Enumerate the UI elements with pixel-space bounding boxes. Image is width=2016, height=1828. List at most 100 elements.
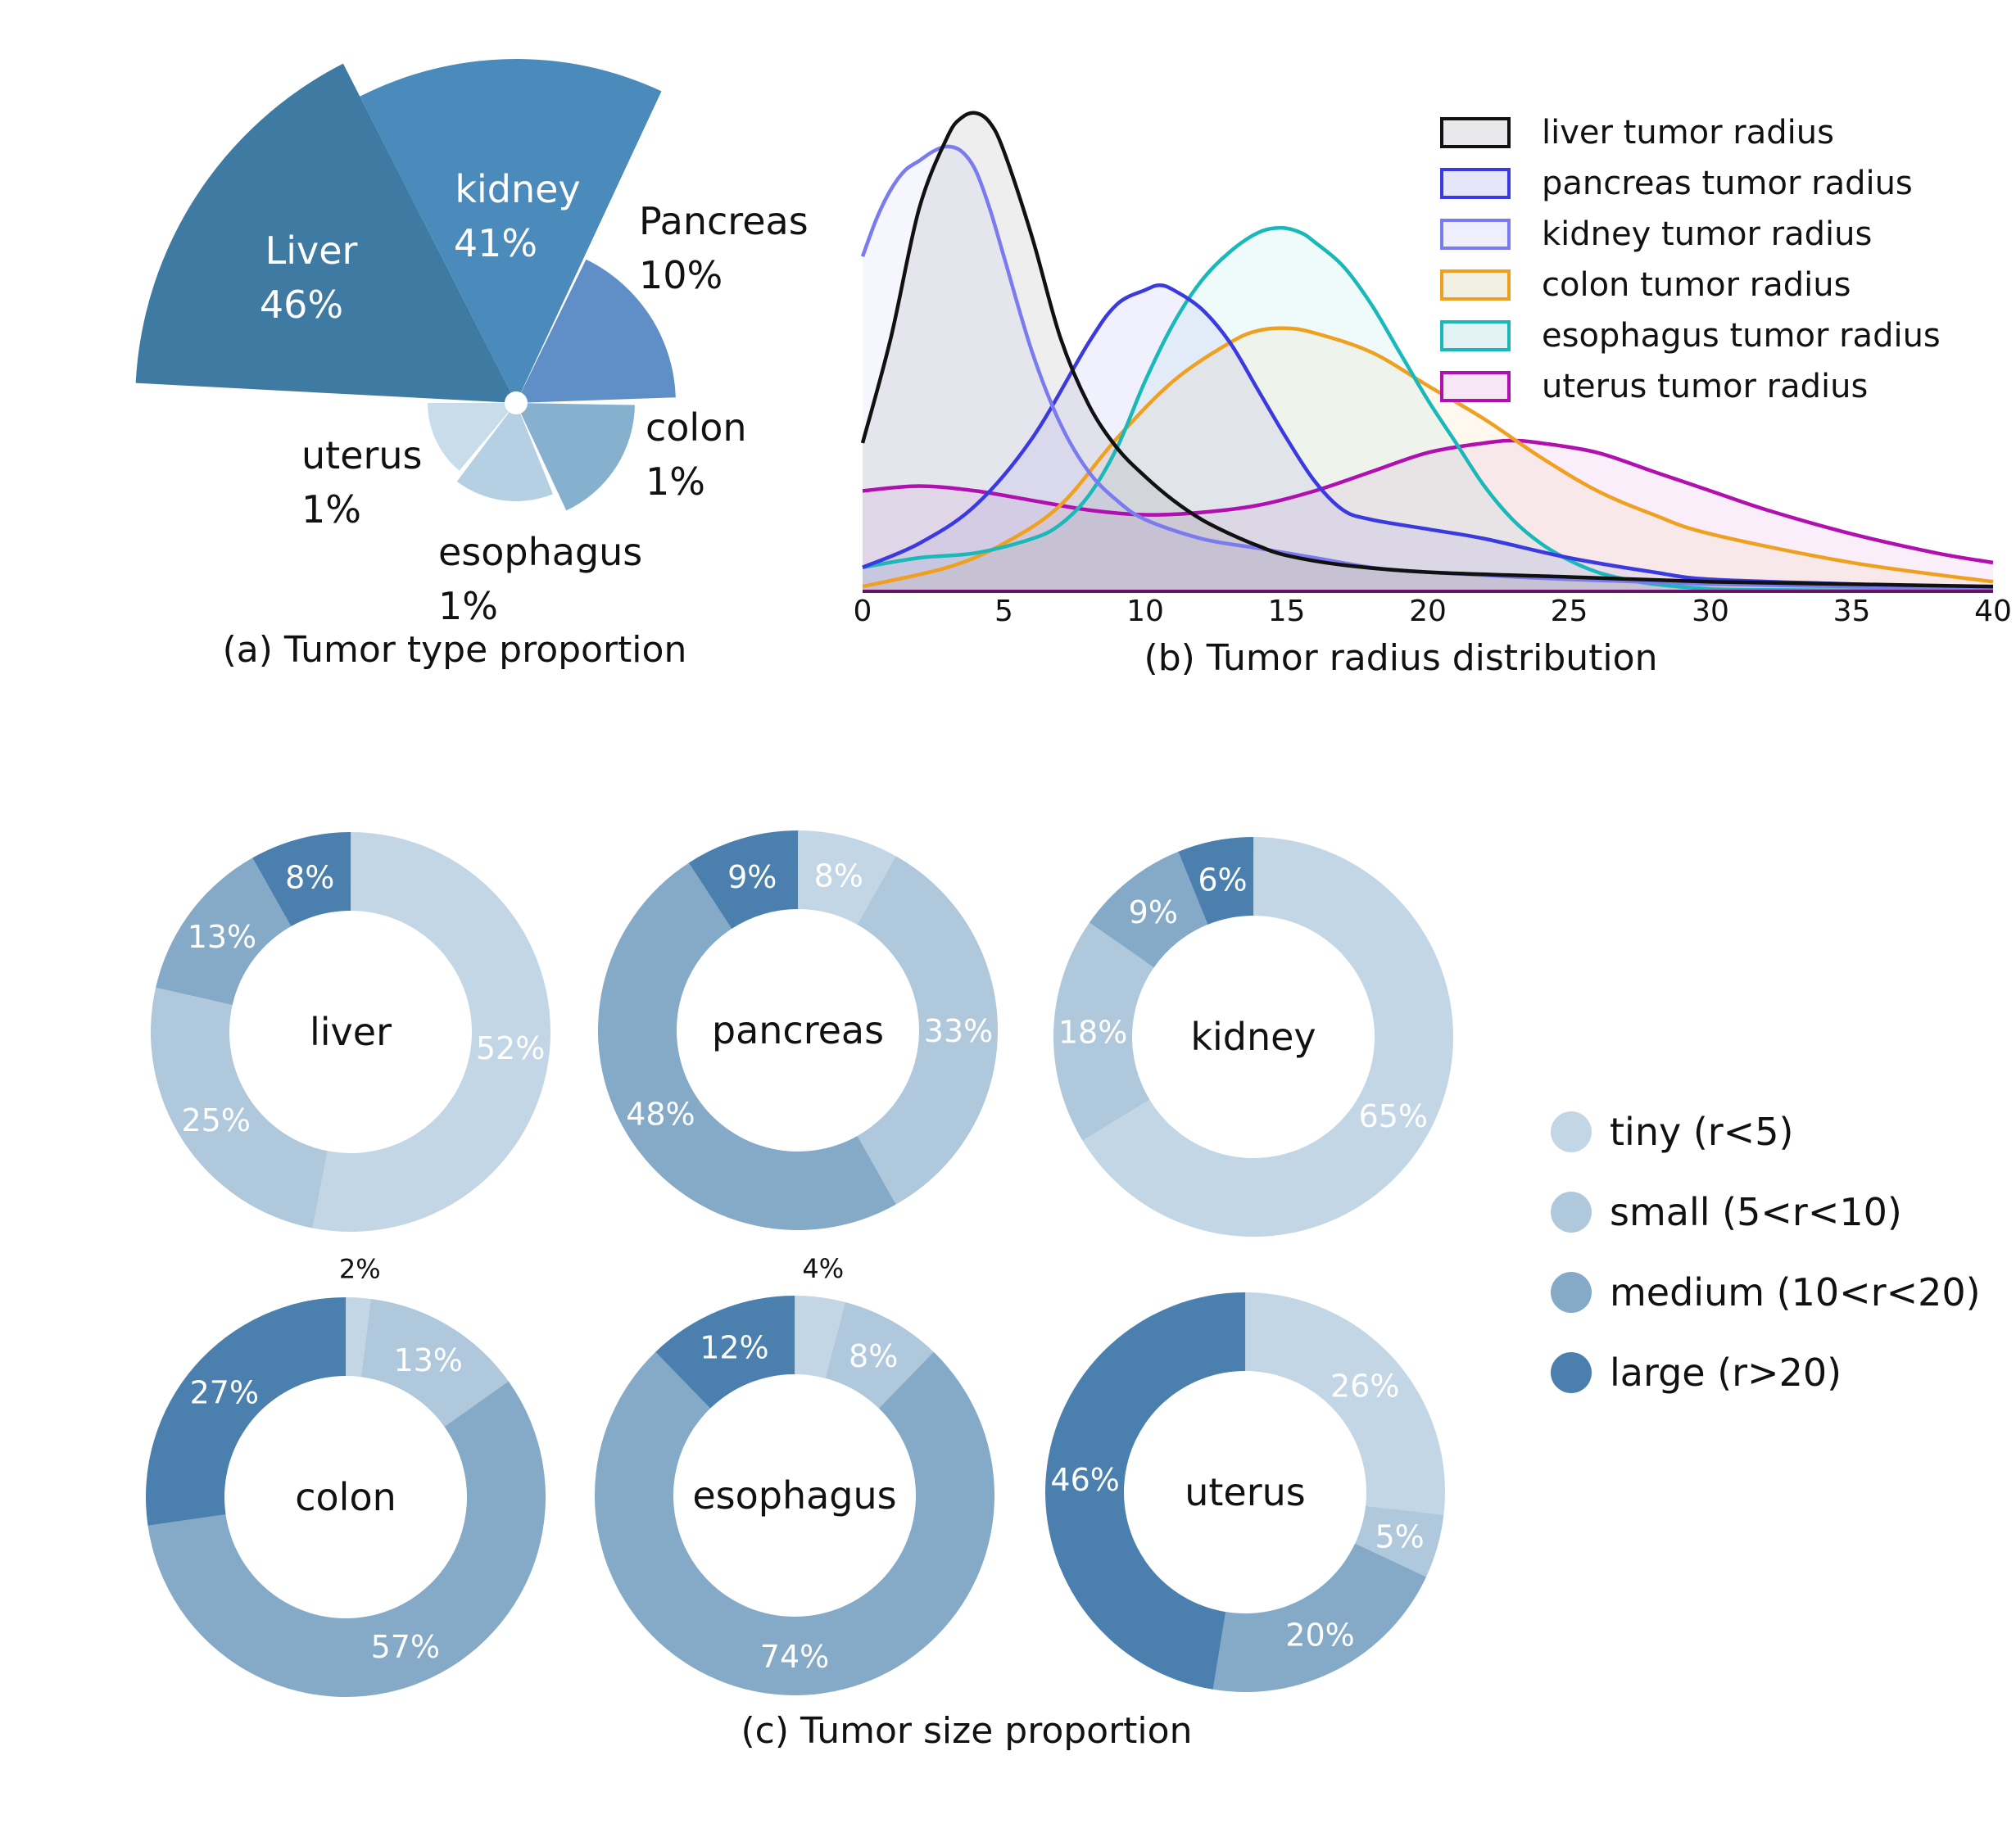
x-tick-label: 15 bbox=[1268, 595, 1306, 628]
density-line-uterus-tumor-radius bbox=[862, 438, 1994, 565]
x-tick-label: 5 bbox=[994, 595, 1013, 628]
donut-segment-liver-0 bbox=[312, 832, 551, 1233]
legend-swatch bbox=[1440, 168, 1511, 199]
legend-label: kidney tumor radius bbox=[1542, 215, 1872, 253]
polar-slice-colon bbox=[520, 403, 635, 511]
legend-dot bbox=[1551, 1111, 1592, 1152]
donut-value-label: 2% bbox=[339, 1254, 381, 1285]
polar-label-value: 1% bbox=[438, 584, 498, 628]
tumor-size-donut-charts: 52%25%13%8%liver8%33%48%9%pancreas65%18%… bbox=[145, 830, 1453, 1697]
x-tick-label: 35 bbox=[1833, 595, 1871, 628]
donut-center-label: colon bbox=[295, 1475, 396, 1519]
legend-label: liver tumor radius bbox=[1542, 114, 1834, 152]
legend-dot bbox=[1551, 1352, 1592, 1393]
donut-value-label: 26% bbox=[1330, 1368, 1399, 1404]
density-line-colon-tumor-radius bbox=[862, 326, 1994, 589]
caption-b: (b) Tumor radius distribution bbox=[1144, 637, 1658, 679]
donut-value-label: 8% bbox=[849, 1338, 898, 1374]
legend-dot bbox=[1551, 1272, 1592, 1313]
polar-slice-esophagus bbox=[456, 412, 553, 501]
donut-value-label: 9% bbox=[1129, 894, 1178, 930]
legend-swatch bbox=[1440, 269, 1511, 301]
donut-value-label: 52% bbox=[476, 1030, 545, 1066]
density-line-liver-tumor-radius bbox=[860, 111, 1994, 589]
polar-label-name: esophagus bbox=[438, 530, 642, 574]
donut-value-label: 20% bbox=[1285, 1617, 1354, 1653]
donut-segment-uterus-3 bbox=[1045, 1292, 1246, 1690]
donut-segment-esophagus-0 bbox=[795, 1296, 845, 1378]
legend-label: tiny (r<5) bbox=[1610, 1110, 1793, 1154]
legend-swatch bbox=[1440, 320, 1511, 351]
donut-segment-kidney-0 bbox=[1082, 837, 1453, 1237]
donut-segment-kidney-3 bbox=[1178, 837, 1254, 925]
legend-label: colon tumor radius bbox=[1542, 266, 1851, 304]
legend-swatch bbox=[1440, 117, 1511, 148]
tumor-type-polar-chart: Liver46%kidney41%Pancreas10%colon1%esoph… bbox=[135, 59, 809, 628]
polar-slice-liver bbox=[135, 63, 511, 403]
donut-segment-uterus-0 bbox=[1245, 1292, 1445, 1515]
donut-segment-colon-2 bbox=[147, 1381, 546, 1697]
donut-segment-pancreas-0 bbox=[798, 830, 896, 925]
donut-value-label: 27% bbox=[190, 1375, 259, 1411]
donut-value-label: 9% bbox=[727, 859, 777, 895]
polar-label-value: 1% bbox=[646, 459, 705, 504]
donut-value-label: 57% bbox=[371, 1629, 440, 1665]
density-fill-4 bbox=[863, 228, 1993, 591]
legend-dot bbox=[1551, 1192, 1592, 1233]
density-line-kidney-tumor-radius bbox=[860, 144, 1994, 591]
x-tick-label: 10 bbox=[1126, 595, 1164, 628]
donut-value-label: 5% bbox=[1375, 1518, 1424, 1554]
donut-value-label: 4% bbox=[802, 1253, 844, 1284]
polar-slice-pancreas bbox=[521, 259, 676, 403]
donut-center-label: liver bbox=[310, 1010, 392, 1054]
donut-value-label: 12% bbox=[700, 1329, 768, 1365]
donut-segment-esophagus-2 bbox=[594, 1351, 994, 1695]
legend-label: small (5<r<10) bbox=[1610, 1190, 1902, 1234]
x-tick-label: 0 bbox=[854, 595, 872, 628]
polar-label-name: colon bbox=[646, 405, 747, 450]
donut-value-label: 8% bbox=[814, 857, 863, 894]
legend-label: medium (10<r<20) bbox=[1610, 1270, 1981, 1314]
donut-value-label: 48% bbox=[626, 1097, 695, 1133]
polar-label-value: 10% bbox=[639, 253, 723, 297]
donut-value-label: 6% bbox=[1198, 862, 1247, 898]
polar-label-value: 41% bbox=[454, 221, 537, 265]
legend-label: esophagus tumor radius bbox=[1542, 317, 1941, 355]
donut-value-label: 13% bbox=[393, 1342, 462, 1378]
donut-center-label: kidney bbox=[1190, 1015, 1316, 1059]
legend-label: pancreas tumor radius bbox=[1542, 165, 1913, 202]
donut-value-label: 33% bbox=[924, 1013, 993, 1049]
caption-c: (c) Tumor size proportion bbox=[741, 1710, 1193, 1752]
legend-label: uterus tumor radius bbox=[1542, 368, 1868, 405]
donut-center-label: pancreas bbox=[712, 1008, 884, 1052]
donut-segment-pancreas-3 bbox=[688, 830, 799, 929]
donut-segment-liver-1 bbox=[151, 987, 328, 1228]
donut-value-label: 46% bbox=[1050, 1462, 1119, 1498]
legend-swatch bbox=[1440, 219, 1511, 250]
polar-label-value: 1% bbox=[301, 487, 361, 532]
polar-slice-kidney bbox=[360, 59, 662, 393]
legend-label: large (r>20) bbox=[1610, 1351, 1842, 1395]
polar-label-name: uterus bbox=[301, 433, 423, 477]
polar-label-value: 46% bbox=[260, 283, 343, 327]
donut-center-label: esophagus bbox=[692, 1473, 896, 1518]
donut-value-label: 13% bbox=[188, 919, 256, 955]
donut-value-label: 25% bbox=[182, 1102, 251, 1138]
density-line-pancreas-tumor-radius bbox=[862, 283, 1994, 591]
polar-label-name: Liver bbox=[265, 228, 358, 273]
donut-segment-pancreas-1 bbox=[857, 856, 998, 1205]
donut-segment-colon-1 bbox=[360, 1298, 509, 1428]
density-fill-2 bbox=[863, 146, 1993, 591]
density-fill-5 bbox=[863, 441, 1993, 591]
x-tick-label: 30 bbox=[1692, 595, 1729, 628]
polar-label-name: Pancreas bbox=[639, 199, 809, 243]
donut-value-label: 8% bbox=[285, 859, 334, 895]
legend-swatch bbox=[1440, 371, 1511, 402]
donut-segment-liver-3 bbox=[252, 832, 351, 927]
donut-segment-uterus-1 bbox=[1355, 1505, 1444, 1577]
donut-segment-liver-2 bbox=[156, 857, 292, 1006]
donut-segment-uterus-2 bbox=[1212, 1543, 1427, 1692]
donut-value-label: 74% bbox=[760, 1639, 829, 1675]
